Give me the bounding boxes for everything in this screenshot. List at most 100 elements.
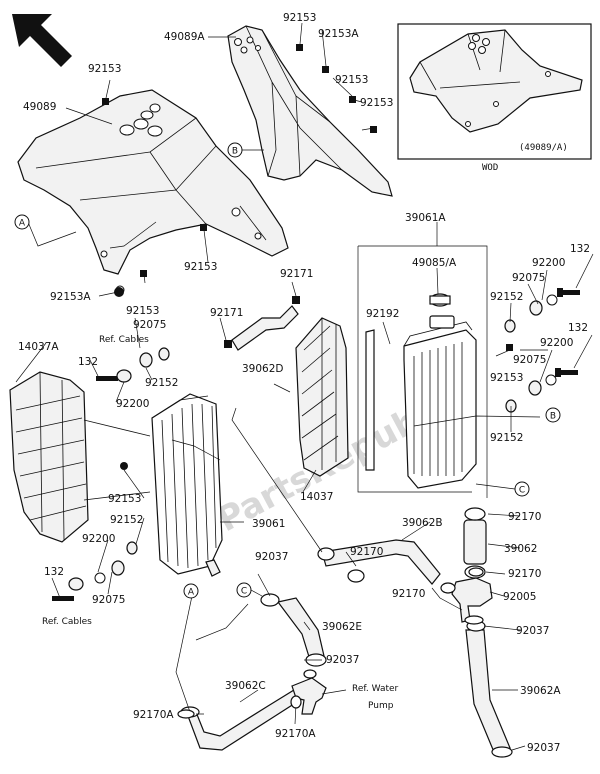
label-92200: 92200 — [116, 398, 149, 410]
part-labels: 49089A 92153 92153A 92153 92153 92153 49… — [18, 12, 590, 754]
label-92005: 92005 — [503, 591, 536, 603]
label-92075: 92075 — [512, 272, 545, 284]
junction-92005 — [440, 577, 493, 623]
label-39062B: 39062B — [402, 517, 443, 529]
inset-shroud-drawing — [409, 29, 583, 133]
label-92075: 92075 — [92, 594, 125, 606]
leader-lines — [15, 22, 594, 751]
label-92170: 92170 — [392, 588, 425, 600]
upper-shroud-49089A — [227, 25, 393, 197]
label-132: 132 — [570, 243, 590, 255]
svg-text:C: C — [241, 587, 247, 597]
label-92153A: 92153A — [50, 291, 91, 303]
svg-text:B: B — [550, 412, 556, 422]
right-radiator-39061A — [403, 315, 477, 489]
right-fasteners — [504, 288, 580, 413]
label-132: 132 — [78, 356, 98, 368]
label-92171: 92171 — [280, 268, 313, 280]
label-92153: 92153 — [108, 493, 141, 505]
bolt-icon — [296, 44, 303, 51]
callout-b-right: B — [545, 407, 561, 423]
label-92075: 92075 — [513, 354, 546, 366]
callout-c-lower: C — [236, 582, 252, 598]
label-ref-cables: Ref. Cables — [99, 335, 149, 345]
label-14037: 14037 — [300, 491, 333, 503]
label-92153: 92153 — [184, 261, 217, 273]
label-92152: 92152 — [490, 291, 523, 303]
callout-c-right: C — [514, 481, 530, 497]
label-92153: 92153 — [126, 305, 159, 317]
label-92170A: 92170A — [133, 709, 174, 721]
bolt-icon — [506, 344, 513, 351]
clamp-icon — [224, 340, 232, 348]
inset-panel: (49089/A) WOD — [397, 23, 592, 173]
label-92200: 92200 — [532, 257, 565, 269]
label-39062: 39062 — [504, 543, 537, 555]
callout-b-top: B — [227, 142, 243, 158]
label-92170: 92170 — [508, 511, 541, 523]
svg-text:B: B — [232, 147, 238, 157]
left-fasteners — [52, 347, 170, 601]
label-92153: 92153 — [283, 12, 316, 24]
label-ref-cables: Ref. Cables — [42, 617, 92, 627]
label-132: 132 — [568, 322, 588, 334]
clamp-icon — [292, 296, 300, 304]
label-39062E: 39062E — [322, 621, 362, 633]
label-92192: 92192 — [366, 308, 399, 320]
label-92037: 92037 — [255, 551, 288, 563]
washer-icon — [114, 287, 124, 297]
label-49089: 49089 — [23, 101, 56, 113]
left-shroud-49089 — [17, 89, 289, 295]
label-92153: 92153 — [360, 97, 393, 109]
label-92171: 92171 — [210, 307, 243, 319]
label-92037: 92037 — [527, 742, 560, 754]
label-92152: 92152 — [490, 432, 523, 444]
svg-text:A: A — [188, 588, 195, 598]
label-49085A: 49085/A — [412, 257, 457, 269]
bolt-icon — [370, 126, 377, 133]
inset-variant: WOD — [482, 163, 498, 173]
bolt-icon — [102, 98, 109, 105]
bolt-icon — [349, 96, 356, 103]
left-radiator-39061 — [151, 393, 223, 575]
label-39061: 39061 — [252, 518, 285, 530]
svg-text:C: C — [519, 486, 525, 496]
label-14037A: 14037A — [18, 341, 59, 353]
label-92153: 92153 — [490, 372, 523, 384]
label-92153: 92153 — [335, 74, 368, 86]
label-92037: 92037 — [516, 625, 549, 637]
label-39062D: 39062D — [242, 363, 284, 375]
label-92170: 92170 — [508, 568, 541, 580]
direction-arrow-icon — [12, 14, 72, 67]
hose-39062D — [224, 296, 300, 351]
elbow-fitting — [205, 559, 221, 577]
label-39061A: 39061A — [405, 212, 446, 224]
right-guard-14037 — [295, 317, 349, 477]
label-92153: 92153 — [88, 63, 121, 75]
label-92153A: 92153A — [318, 28, 359, 40]
bolt-icon — [200, 224, 207, 231]
label-92200: 92200 — [540, 337, 573, 349]
label-92170A: 92170A — [275, 728, 316, 740]
bolt-icon — [322, 66, 329, 73]
label-92200: 92200 — [82, 533, 115, 545]
label-92170: 92170 — [350, 546, 383, 558]
radiator-cap-49085A — [429, 293, 451, 307]
hose-39062B — [317, 539, 441, 585]
label-ref-water-pump: Ref. Water — [352, 684, 399, 694]
hose-39062A — [465, 620, 513, 758]
inset-part-ref: (49089/A) — [519, 143, 568, 153]
label-49089A: 49089A — [164, 31, 205, 43]
callout-a-left: A — [183, 583, 199, 599]
label-ref-water-pump: Pump — [368, 701, 394, 711]
bolt-icon — [140, 270, 147, 277]
callout-a-top: A — [14, 214, 30, 230]
label-92075: 92075 — [133, 319, 166, 331]
hose-92192 — [365, 329, 375, 471]
left-guard-14037A — [9, 371, 151, 543]
label-92152: 92152 — [110, 514, 143, 526]
label-92037: 92037 — [326, 654, 359, 666]
label-92152: 92152 — [145, 377, 178, 389]
